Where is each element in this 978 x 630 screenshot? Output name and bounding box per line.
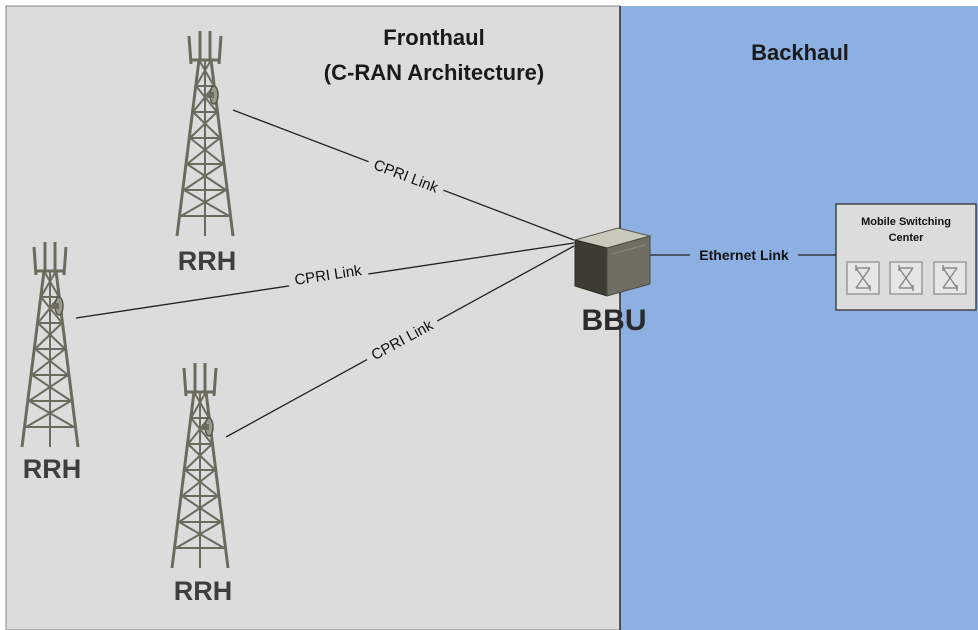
- backhaul-title: Backhaul: [751, 40, 849, 65]
- server-box-icon: [573, 227, 652, 297]
- fronthaul-title-line2: (C-RAN Architecture): [324, 60, 544, 85]
- bbu-label: BBU: [582, 304, 647, 337]
- rrh-label-top: RRH: [178, 246, 237, 276]
- rrh-label-bottom: RRH: [174, 576, 233, 606]
- switch-crossover-icon: [933, 261, 967, 295]
- msc-label-line2: Center: [889, 232, 925, 244]
- fronthaul-title-line1: Fronthaul: [383, 25, 484, 50]
- ethernet-link-label: Ethernet Link: [699, 247, 789, 263]
- fronthaul-region: [5, 5, 621, 630]
- msc-label-line1: Mobile Switching: [861, 216, 951, 228]
- rrh-label-middle: RRH: [23, 454, 82, 484]
- backhaul-region: [620, 6, 978, 630]
- switch-crossover-icon: [846, 261, 880, 295]
- switch-crossover-icon: [889, 261, 923, 295]
